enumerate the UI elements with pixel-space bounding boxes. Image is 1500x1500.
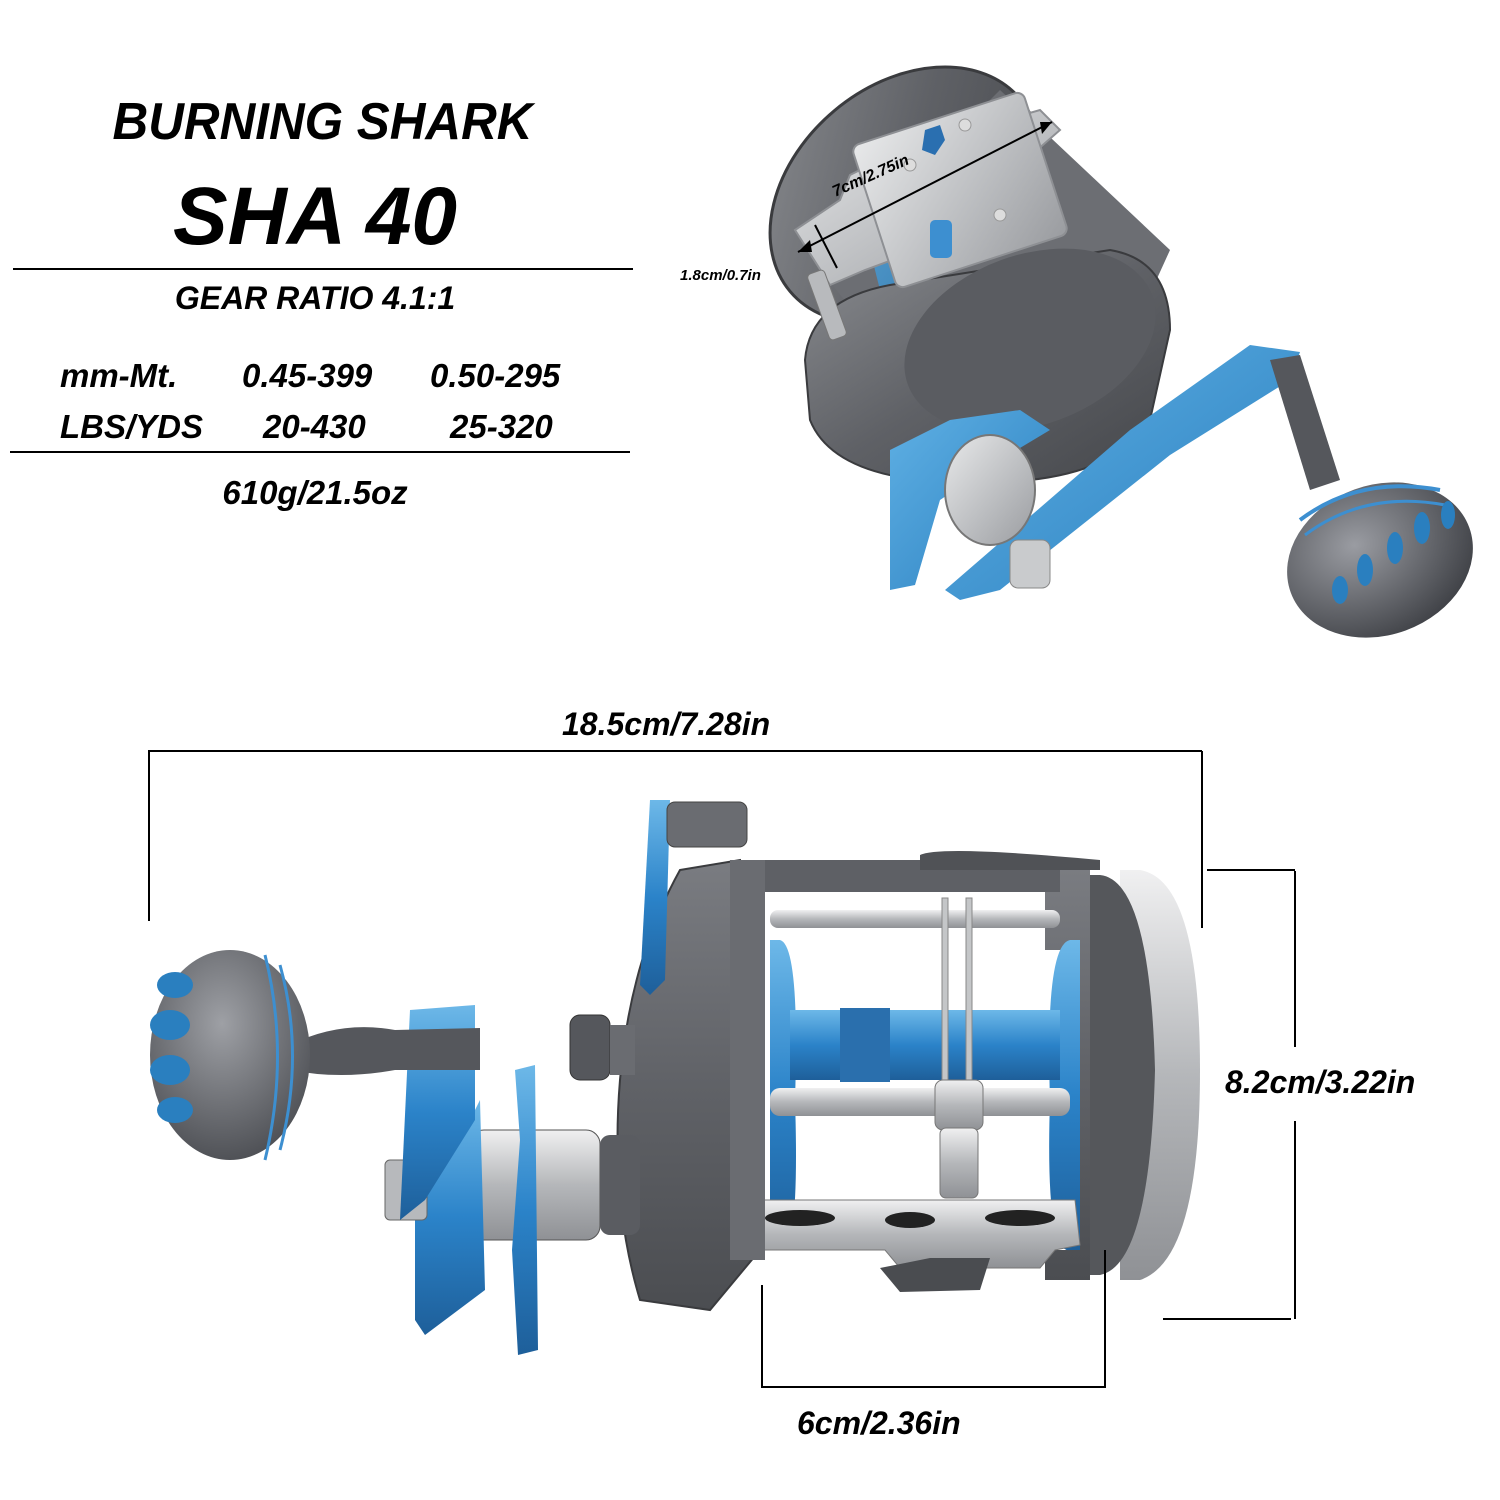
reel-side-view-image bbox=[150, 800, 1200, 1355]
foot-span-tick-left bbox=[761, 1285, 763, 1387]
brand-name: BURNING SHARK bbox=[112, 93, 533, 151]
line-capacity-label: mm-Mt. bbox=[60, 357, 178, 394]
divider-top bbox=[13, 268, 633, 270]
line-capacity-row-mm: mm-Mt. 0.45-399 0.50-295 bbox=[60, 357, 620, 397]
height-line-bottom bbox=[1163, 1318, 1291, 1320]
line-capacity-label: LBS/YDS bbox=[60, 408, 204, 445]
line-capacity-row-lbs: LBS/YDS 20-430 25-320 bbox=[60, 408, 620, 448]
foot-span-line bbox=[761, 1386, 1106, 1388]
height-label: 8.2cm/3.22in bbox=[1225, 1064, 1416, 1100]
line-capacity-value: 20-430 bbox=[263, 408, 366, 445]
foot-span-tick-right bbox=[1104, 1250, 1106, 1387]
height-line-vertical-lower bbox=[1294, 1121, 1296, 1319]
total-length-line bbox=[148, 750, 1202, 752]
foot-span-label: 6cm/2.36in bbox=[797, 1405, 961, 1441]
reel-top-view-image bbox=[768, 65, 1473, 638]
model-name: SHA 40 bbox=[172, 171, 458, 262]
line-capacity-value: 0.45-399 bbox=[242, 357, 373, 394]
divider-bottom bbox=[10, 451, 630, 453]
gear-ratio: GEAR RATIO 4.1:1 bbox=[174, 280, 456, 316]
foot-width-label: 1.8cm/0.7in bbox=[680, 267, 761, 284]
total-length-tick-left bbox=[148, 751, 150, 921]
line-capacity-value: 25-320 bbox=[450, 408, 553, 445]
height-line-vertical-upper bbox=[1294, 871, 1296, 1047]
total-length-label: 18.5cm/7.28in bbox=[562, 706, 771, 742]
height-line-top bbox=[1207, 869, 1295, 871]
weight: 610g/21.5oz bbox=[222, 474, 408, 511]
total-length-tick-right bbox=[1201, 751, 1203, 928]
line-capacity-value: 0.50-295 bbox=[430, 357, 561, 394]
